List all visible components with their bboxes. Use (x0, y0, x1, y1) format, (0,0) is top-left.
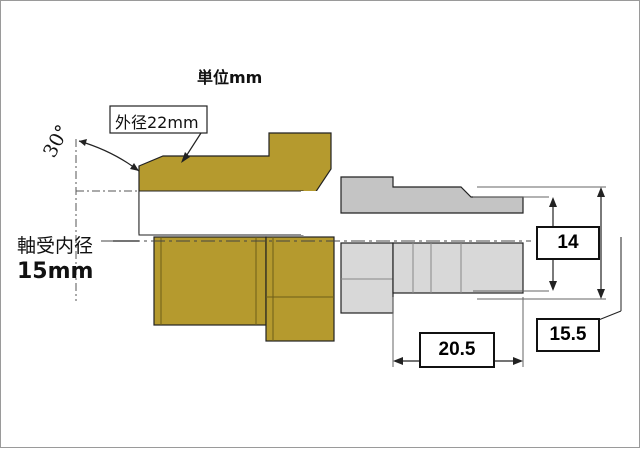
bore-name-label: 軸受内径 (17, 235, 94, 257)
outer-diameter-box (109, 105, 208, 134)
brass-thread (153, 236, 267, 326)
brass-hex-nut (265, 236, 335, 342)
angle-arc (78, 140, 140, 172)
outer-diameter-label: 外径22mm (115, 113, 199, 132)
steel-plug (392, 242, 524, 294)
bore-value-label: 15mm (17, 259, 94, 284)
unit-label: 単位mm (197, 68, 263, 87)
steel-plug-section (340, 176, 524, 214)
dim-14-box: 14 (536, 226, 600, 260)
steel-hex (340, 242, 394, 314)
bore-hollow (138, 190, 304, 236)
dim-15-5-box: 15.5 (536, 318, 600, 352)
dim-20-5-box: 20.5 (419, 332, 495, 368)
